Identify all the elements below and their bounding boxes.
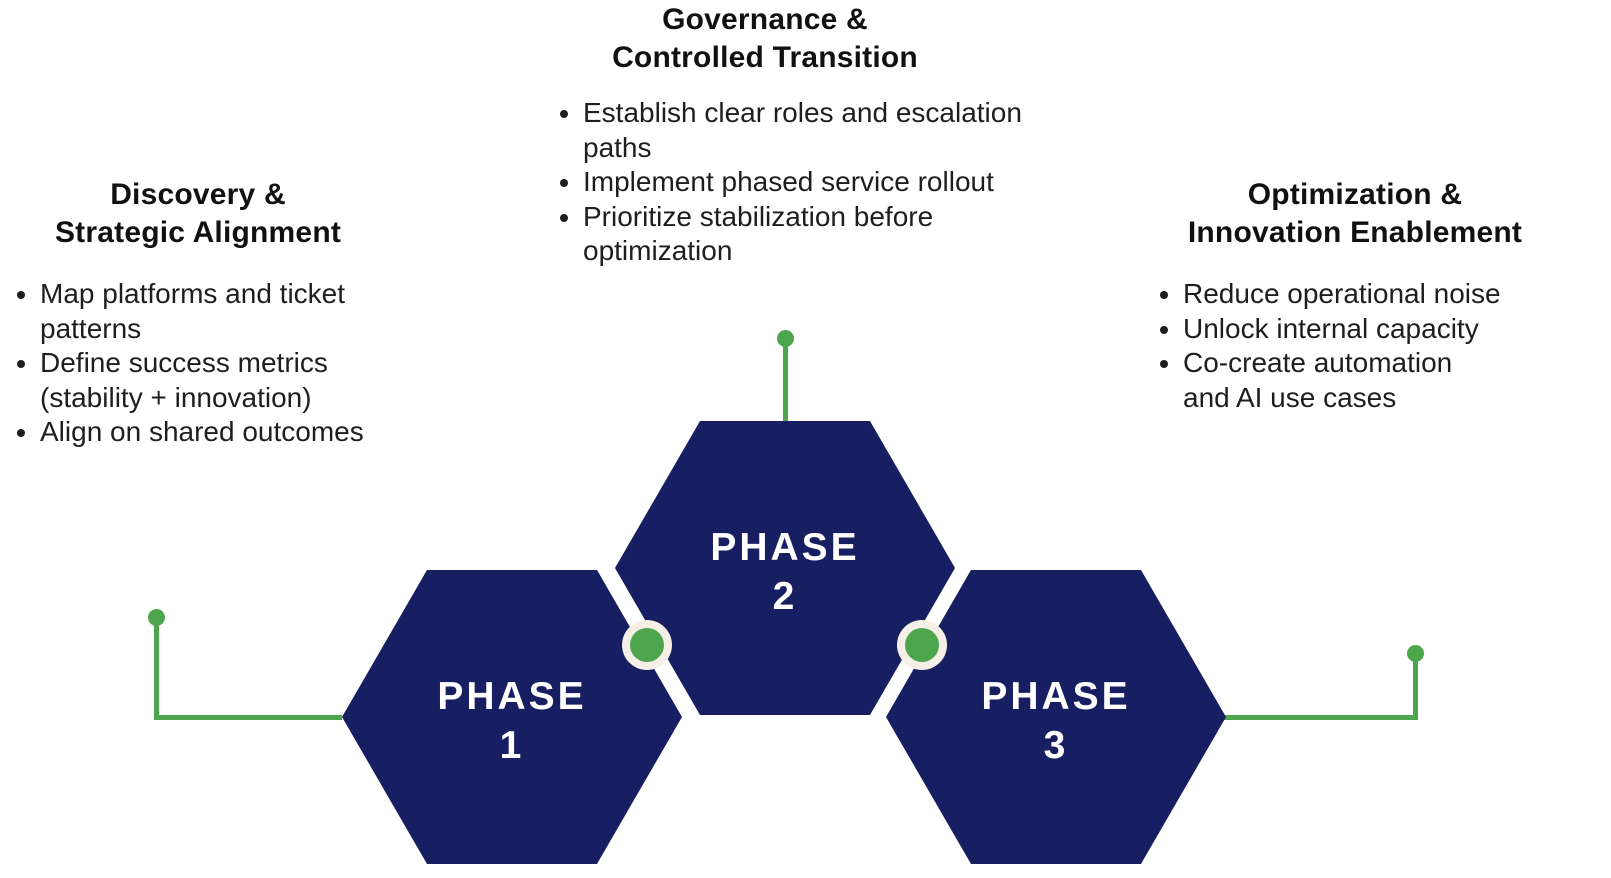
phase-2-bullet-item: Establish clear roles and escalation pat… <box>583 96 1130 165</box>
phase-2-bullet-item: Prioritize stabilization before optimiza… <box>583 200 1130 269</box>
phase-3-bullet-item: Reduce operational noise <box>1183 277 1585 312</box>
phase-3-bullet-item: Unlock internal capacity <box>1183 312 1585 347</box>
phase-3-bullet-item: Co-create automation and AI use cases <box>1183 346 1585 415</box>
junction-dot-phase-1-2 <box>622 620 672 670</box>
phase-1-bullet-item: Align on shared outcomes <box>40 415 450 450</box>
phase-1-bullet-list: Map platforms and ticket patterns Define… <box>0 277 450 450</box>
phase-2-hex-label: PHASE 2 <box>710 526 860 618</box>
junction-dot-phase-2-3 <box>897 620 947 670</box>
phase-3-connector-horizontal-line <box>1224 715 1418 720</box>
phase-1-hex-label: PHASE 1 <box>437 675 587 767</box>
phase-3-connector-endpoint-dot <box>1407 645 1424 662</box>
phase-1-bullet-item: Map platforms and ticket patterns <box>40 277 450 346</box>
phase-3-hexagon: PHASE 3 <box>886 570 1226 864</box>
phase-2-title: Governance & Controlled Transition <box>612 3 918 74</box>
phase-2-bullet-item: Implement phased service rollout <box>583 165 1130 200</box>
phase-1-bullet-item: Define success metrics (stability + inno… <box>40 346 450 415</box>
phase-1-hexagon: PHASE 1 <box>342 570 682 864</box>
phase-3-connector-vertical-line <box>1413 653 1418 718</box>
junction-dot-inner <box>905 628 939 662</box>
phase-1-title: Discovery & Strategic Alignment <box>54 178 342 249</box>
junction-dot-inner <box>630 628 664 662</box>
phase-2-bullet-list: Establish clear roles and escalation pat… <box>545 96 1130 269</box>
phase-2-connector-vertical-line <box>783 338 788 424</box>
phase-3-title: Optimization & Innovation Enablement <box>1187 178 1523 249</box>
phase-3-bullet-list: Reduce operational noise Unlock internal… <box>1145 277 1585 415</box>
phase-1-connector-horizontal-line <box>154 715 342 720</box>
phase-1-connector-vertical-line <box>154 617 159 719</box>
phase-2-hexagon: PHASE 2 <box>615 421 955 715</box>
phase-3-hex-label: PHASE 3 <box>981 675 1131 767</box>
